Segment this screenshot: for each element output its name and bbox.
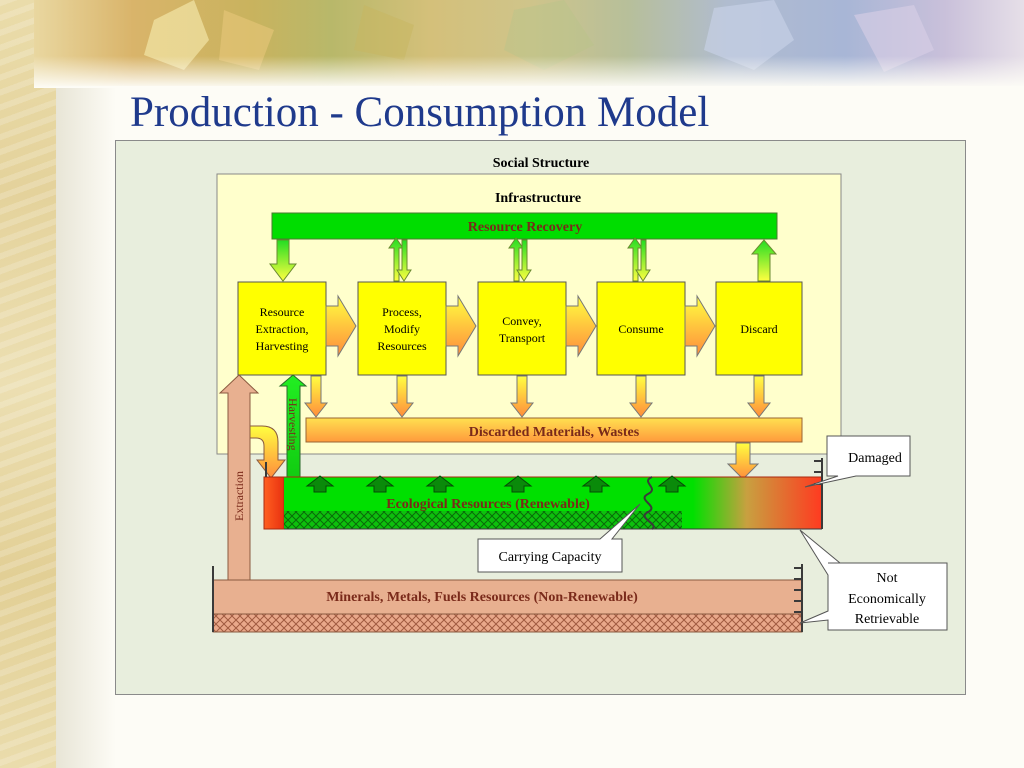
stage-discard: Discard (715, 281, 803, 376)
stage-convey-transport: Convey, Transport (477, 281, 567, 376)
flow-arrow (565, 294, 597, 358)
stage-resource-extraction: Resource Extraction, Harvesting (237, 281, 327, 376)
stage-label: Consume (618, 322, 663, 336)
flow-arrow (325, 294, 357, 358)
extraction-arrow (218, 374, 260, 581)
waste-down-arrow (303, 375, 329, 418)
carrying-capacity-marker (643, 476, 655, 530)
stage-label: Extraction, (256, 322, 309, 336)
stage-label: Harvesting (256, 339, 309, 353)
callout-not-retrievable-text: Not (877, 571, 898, 586)
discarded-wastes-bar (305, 417, 803, 443)
stage-label: Resources (377, 339, 427, 353)
callout-damaged: Damaged (804, 435, 911, 488)
waste-down-arrow (389, 375, 415, 418)
ecological-resources-label: Ecological Resources (Renewable) (386, 497, 590, 512)
harvesting-label: Harvesting (286, 398, 300, 451)
waste-down-arrow (628, 375, 654, 418)
page-title: Production - Consumption Model (130, 89, 710, 136)
stage-consume: Consume (596, 281, 686, 376)
infrastructure-label: Infrastructure (495, 191, 581, 206)
stage-label: Transport (499, 331, 546, 345)
recovery-up-arrow (750, 239, 778, 282)
callout-carrying-text: Carrying Capacity (498, 550, 601, 565)
waste-to-ecology-arrow (726, 442, 760, 480)
minerals-scale (212, 564, 803, 632)
minerals-substrate (212, 613, 803, 633)
ecological-substrate (284, 511, 682, 529)
stage-process-modify: Process, Modify Resources (357, 281, 447, 376)
decorative-leaf-shapes (144, 0, 934, 72)
recovery-double-arrow (508, 237, 532, 282)
callout-damaged-text: Damaged (848, 451, 902, 466)
waste-down-arrow (509, 375, 535, 418)
growth-arrows (305, 475, 687, 493)
social-structure-label: Social Structure (493, 156, 590, 171)
flow-arrow (684, 294, 716, 358)
stage-label: Discard (740, 322, 777, 336)
flow-arrow (445, 294, 477, 358)
decorative-top-fade (34, 56, 1024, 88)
harvesting-arrow (278, 374, 308, 480)
stage-label: Convey, (502, 314, 542, 328)
recovery-double-arrow (388, 237, 412, 282)
recovery-double-arrow (627, 237, 651, 282)
callout-not-retrievable-text: Economically (848, 592, 926, 607)
ecology-depleted-edge (263, 476, 285, 530)
decorative-left-fade (56, 0, 116, 768)
minerals-label: Minerals, Metals, Fuels Resources (Non-R… (326, 590, 638, 605)
decorative-left-strip (0, 0, 56, 768)
return-waste-arrow (249, 425, 287, 479)
resource-recovery-bar (271, 212, 778, 240)
stage-label: Process, (382, 305, 422, 319)
waste-down-arrow (746, 375, 772, 418)
recovery-down-arrow (268, 239, 298, 282)
stage-label: Modify (384, 322, 420, 336)
resource-recovery-label: Resource Recovery (468, 220, 582, 235)
callout-not-retrievable: Not Economically Retrievable (799, 529, 948, 631)
stage-label: Resource (260, 305, 305, 319)
extraction-label: Extraction (232, 471, 246, 521)
callout-not-retrievable-text: Retrievable (855, 612, 920, 627)
discarded-wastes-label: Discarded Materials, Wastes (469, 425, 640, 440)
minerals-bar (212, 579, 803, 615)
callout-carrying-capacity: Carrying Capacity (477, 503, 641, 573)
